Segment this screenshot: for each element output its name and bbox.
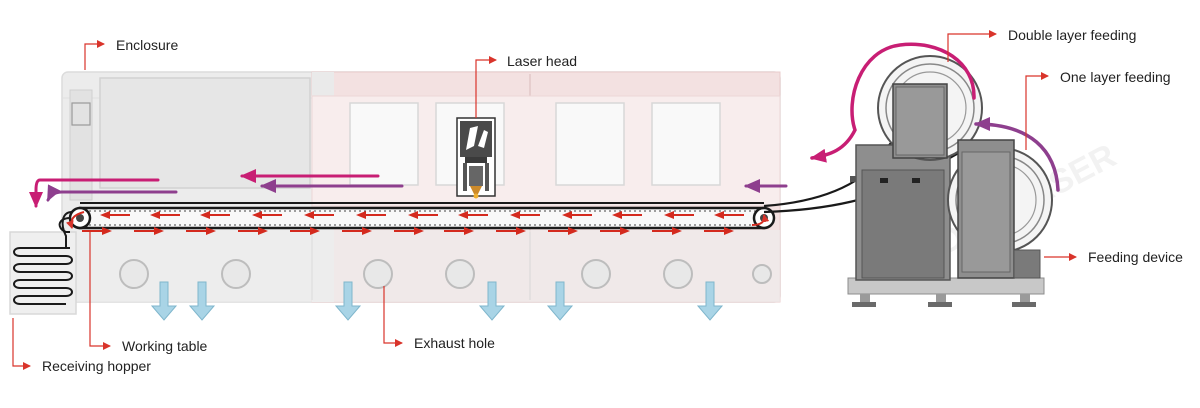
exhaust-hole [663,259,693,289]
exhaust-hole [119,259,149,289]
flow-arrows [29,42,1060,208]
laser-head-icon [456,117,496,199]
conveyor-arrow-icon [134,227,164,235]
label-one-layer-feeding: One layer feeding [1060,69,1171,85]
conveyor-arrow-icon [238,227,268,235]
exhaust-arrow-icon [696,281,724,321]
exhaust-hole [221,259,251,289]
label-exhaust-hole: Exhaust hole [414,335,495,351]
conveyor-arrow-icon [342,227,372,235]
label-enclosure: Enclosure [116,37,179,53]
conveyor-arrow-icon [496,227,526,235]
label-receiving-hopper: Receiving hopper [42,358,151,374]
conveyor-arrow-icon [714,211,744,219]
conveyor-arrow-icon [200,211,230,219]
conveyor-arrow-icon [548,227,578,235]
conveyor-arrow-icon [290,227,320,235]
conveyor-arrow-icon [356,211,386,219]
conveyor-arrow-icon [150,211,180,219]
conveyor-arrow-icon [652,227,682,235]
label-laser-head: Laser head [507,53,578,69]
conveyor-arrow-icon [510,211,540,219]
conveyor-arrow-icon [562,211,592,219]
conveyor-arrow-icon [82,227,112,235]
conveyor-arrow-icon [600,227,630,235]
label-double-layer-feeding: Double layer feeding [1008,27,1137,43]
conveyor-arrow-icon [458,211,488,219]
exhaust-arrow-icon [334,281,362,321]
exhaust-hole [752,264,772,284]
exhaust-hole [445,259,475,289]
conveyor-arrow-icon [394,227,424,235]
exhaust-arrow-icon [546,281,574,321]
conveyor-arrow-icon [444,227,474,235]
feed-roll-icon [947,139,1053,279]
leader-lines [12,30,1077,370]
conveyor-arrow-icon [408,211,438,219]
feeding-device [847,144,1045,307]
exhaust-holes [119,259,772,289]
exhaust-hole [363,259,393,289]
conveyor-arrow-icon [704,227,734,235]
enclosure [61,71,781,303]
conveyor-arrow-icon [664,211,694,219]
exhaust-arrow-icon [150,281,178,321]
label-feeding-device: Feeding device [1088,249,1183,265]
conveyor-arrow-icon [100,211,130,219]
conveyor-arrow-icon [252,211,282,219]
exhaust-hole [581,259,611,289]
receiving-hopper [9,211,77,315]
exhaust-arrow-icon [478,281,506,321]
label-working-table: Working table [122,338,208,354]
conveyor-arrow-icon [304,211,334,219]
conveyor-arrow-icon [186,227,216,235]
conveyor-arrows [65,211,770,235]
exhaust-arrow-icon [188,281,216,321]
exhaust-arrows [150,281,724,321]
feed-roll-icon [877,55,983,161]
conveyor-arrow-icon [612,211,642,219]
